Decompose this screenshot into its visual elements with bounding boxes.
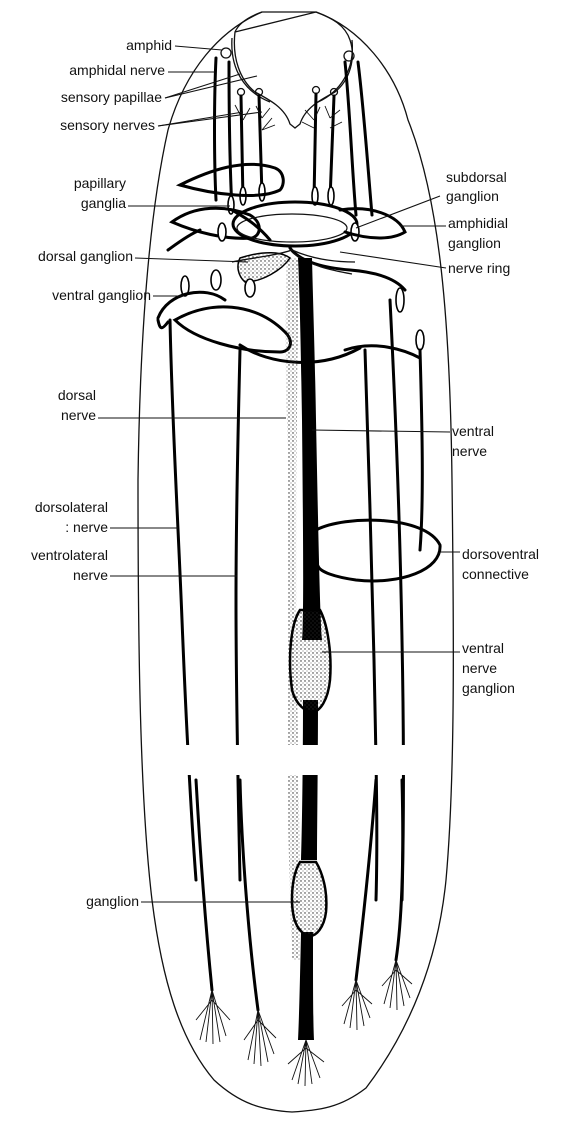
dorsolateral-nerve-left [170, 320, 196, 880]
sensory-nerve-4 [330, 96, 334, 200]
lower-loop-left [175, 307, 290, 352]
ventral-ganglion-right [245, 279, 255, 297]
label-subdorsal-1: subdorsal [446, 170, 556, 185]
papilla-1 [238, 89, 245, 96]
amphidial-ganglion-left [218, 223, 226, 241]
papillary-ganglion-4 [328, 187, 334, 205]
label-ventrolateral-1: ventrolateral [5, 548, 108, 563]
label-amphidial-1: amphidial [448, 216, 558, 231]
amphidal-nerve-right-b [358, 62, 372, 215]
label-amphid: amphid [60, 38, 172, 53]
ventral-nerve-lower [301, 700, 318, 860]
sensory-nerve-2 [259, 96, 262, 195]
tail-fringe-1 [196, 990, 230, 1044]
tail-fringe-2 [244, 1010, 276, 1066]
label-dorsolateral-2: : nerve [5, 520, 108, 535]
amphidal-nerve-left-b [229, 62, 232, 210]
dorsal-ganglion-body [238, 253, 290, 282]
tail-ganglion [292, 862, 326, 936]
label-vng-2: nerve [462, 661, 562, 676]
label-dorsal-nerve-1: dorsal [20, 388, 96, 403]
ventral-ganglion-left [211, 270, 221, 290]
label-ventrolateral-2: nerve [5, 568, 108, 583]
outer-left-nerve [158, 320, 168, 328]
label-dorsal-nerve-2: nerve [20, 408, 96, 423]
label-papillary-2: ganglia [40, 196, 126, 211]
papillary-ganglion-2 [259, 183, 265, 201]
ventral-nerve-ganglion [290, 610, 330, 712]
lower-loop-right [345, 346, 420, 358]
ventrolateral-nerve-right [365, 350, 377, 900]
tail-fringe-3 [342, 980, 372, 1030]
ventral-nerve [298, 258, 322, 640]
label-ventral-nerve-2: nerve [452, 444, 552, 459]
label-ventral-ganglion: ventral ganglion [6, 288, 151, 303]
label-sensory-papillae: sensory papillae [20, 90, 162, 105]
label-dorsal-ganglion: dorsal ganglion [10, 249, 133, 264]
amphid-left [221, 48, 231, 58]
label-vng-3: ganglion [462, 681, 562, 696]
ventral-nerve-tail [298, 932, 314, 1040]
lower-loop-mid [240, 345, 360, 362]
label-dorsoventral-2: connective [462, 567, 562, 582]
label-dorsolateral-1: dorsolateral [5, 500, 108, 515]
subdorsal-ganglion [351, 223, 359, 241]
label-amphidial-2: ganglion [448, 236, 558, 251]
tail-fringe-4 [382, 960, 412, 1010]
label-amphidal-nerve: amphidal nerve [22, 63, 165, 78]
nerve-ring-inner [237, 214, 347, 242]
tail-fringe-5 [288, 1040, 324, 1086]
label-sensory-nerves: sensory nerves [20, 118, 155, 133]
label-ventral-nerve-1: ventral [452, 424, 552, 439]
break-band [150, 745, 450, 775]
label-nerve-ring: nerve ring [448, 261, 558, 276]
sensory-nerve-3 [314, 94, 316, 200]
papilla-3 [313, 87, 320, 94]
label-ganglion: ganglion [40, 894, 139, 909]
dorsal-loop-mid [172, 208, 259, 238]
amphidal-nerve-right [345, 62, 356, 215]
label-dorsoventral-1: dorsoventral [462, 547, 562, 562]
amphidal-nerve-left [215, 58, 217, 200]
lateral-ganglion-right-2 [416, 330, 424, 350]
label-subdorsal-2: ganglion [446, 189, 556, 204]
label-papillary-1: papillary [40, 176, 126, 191]
label-vng-1: ventral [462, 641, 562, 656]
lateral-ganglion-right [396, 288, 404, 312]
